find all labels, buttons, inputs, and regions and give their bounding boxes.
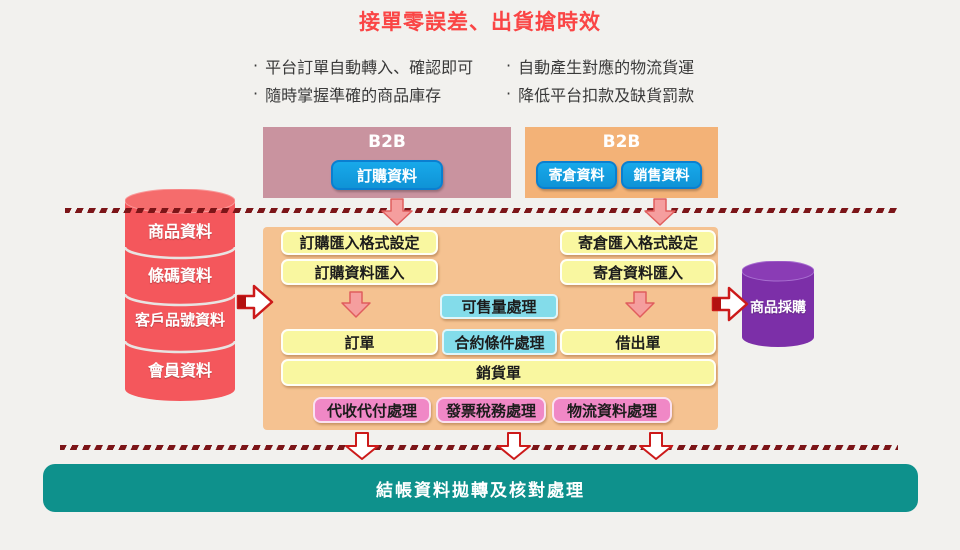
process-box-contract-terms: 合約條件處理 bbox=[442, 329, 557, 355]
process-box-invoice-tax: 發票稅務處理 bbox=[436, 397, 546, 423]
process-box-loan-slip: 借出單 bbox=[560, 329, 716, 355]
down-arrow-icon bbox=[381, 198, 413, 226]
erp-panel: 訂購匯入格式設定 寄倉匯入格式設定 訂購資料匯入 寄倉資料匯入 可售量處理 訂單… bbox=[263, 227, 718, 430]
db-segment-label: 客戶品號資料 bbox=[134, 311, 225, 329]
b2b-consign-panel: B2B 寄倉資料 銷售資料 bbox=[525, 127, 718, 198]
dashed-boundary-line-top bbox=[65, 208, 898, 213]
purchase-db-label: 商品採購 bbox=[750, 300, 806, 316]
bullet-icon: · bbox=[506, 56, 512, 75]
bullet-icon: · bbox=[506, 84, 512, 103]
master-database-cylinder: 商品資料 條碼資料 客戶品號資料 會員資料 bbox=[123, 188, 237, 404]
process-box-order-format: 訂購匯入格式設定 bbox=[281, 230, 438, 255]
purchase-database-cylinder: 商品採購 bbox=[741, 260, 815, 349]
b2b-order-panel: B2B 訂購資料 bbox=[263, 127, 511, 198]
process-box-consign-import: 寄倉資料匯入 bbox=[560, 259, 716, 285]
database-cylinder-icon bbox=[123, 188, 237, 401]
down-arrow-icon bbox=[497, 432, 531, 460]
b2b-consign-title: B2B bbox=[602, 132, 641, 152]
sales-data-chip: 銷售資料 bbox=[621, 161, 702, 189]
process-box-sales-slip: 銷貨單 bbox=[281, 359, 716, 386]
db-segment-label: 會員資料 bbox=[147, 361, 212, 380]
bullet-icon: · bbox=[253, 56, 259, 75]
right-arrow-icon bbox=[711, 286, 749, 322]
db-segment-label: 商品資料 bbox=[147, 222, 212, 241]
benefit-text: 隨時掌握準確的商品庫存 bbox=[265, 86, 442, 105]
process-box-collect-pay: 代收代付處理 bbox=[313, 397, 431, 423]
right-arrow-icon bbox=[236, 284, 274, 320]
down-arrow-icon bbox=[639, 432, 673, 460]
process-box-order-import: 訂購資料匯入 bbox=[281, 259, 438, 285]
process-box-order: 訂單 bbox=[281, 329, 438, 355]
dashed-boundary-line-bottom bbox=[60, 445, 898, 450]
process-box-sellable-qty: 可售量處理 bbox=[440, 294, 558, 319]
benefit-item: · 平台訂單自動轉入、確認即可 bbox=[253, 54, 473, 78]
benefit-item: · 自動產生對應的物流貨運 bbox=[506, 54, 694, 78]
b2b-order-title: B2B bbox=[368, 132, 406, 152]
down-arrow-icon bbox=[345, 432, 379, 460]
page-title: 接單零誤差、出貨搶時效 bbox=[359, 10, 601, 34]
down-arrow-icon bbox=[644, 198, 676, 226]
order-data-chip: 訂購資料 bbox=[331, 160, 443, 190]
process-box-consign-format: 寄倉匯入格式設定 bbox=[560, 230, 716, 255]
down-arrow-icon bbox=[341, 291, 371, 318]
database-cylinder-icon bbox=[741, 260, 815, 347]
benefit-text: 降低平台扣款及缺貨罰款 bbox=[518, 86, 695, 105]
benefit-item: · 隨時掌握準確的商品庫存 bbox=[253, 82, 441, 106]
db-segment-label: 條碼資料 bbox=[147, 266, 212, 285]
consign-data-chip: 寄倉資料 bbox=[536, 161, 617, 189]
settlement-bar: 結帳資料拋轉及核對處理 bbox=[43, 464, 918, 512]
benefit-item: · 降低平台扣款及缺貨罰款 bbox=[506, 82, 694, 106]
benefit-text: 平台訂單自動轉入、確認即可 bbox=[265, 58, 474, 77]
process-box-logistics-data: 物流資料處理 bbox=[552, 397, 672, 423]
down-arrow-icon bbox=[625, 291, 655, 318]
benefit-text: 自動產生對應的物流貨運 bbox=[518, 58, 695, 77]
bullet-icon: · bbox=[253, 84, 259, 103]
